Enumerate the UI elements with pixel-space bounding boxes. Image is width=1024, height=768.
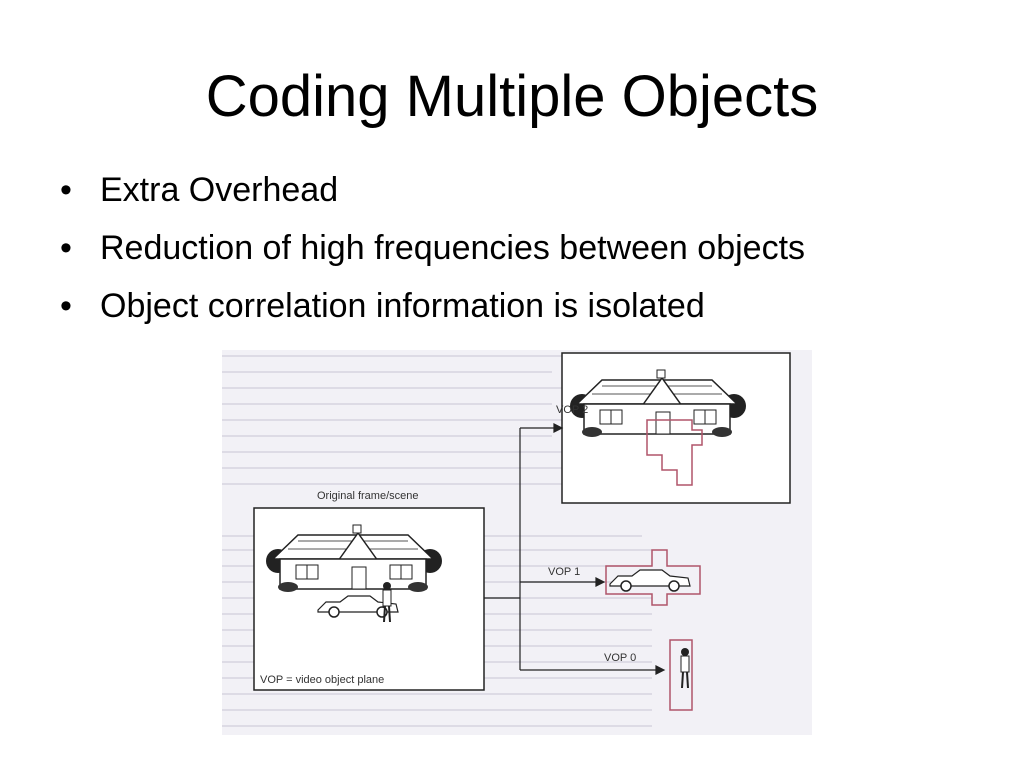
slide-title: Coding Multiple Objects <box>205 64 819 129</box>
vop2-mask-outline <box>646 419 703 486</box>
vop-arrows <box>484 423 666 675</box>
vop0-mask-outline <box>669 639 693 711</box>
vop-caption: VOP = video object plane <box>260 674 385 686</box>
bullet-item: • Reduction of high frequencies between … <box>58 228 805 268</box>
vop-diagram <box>222 352 791 727</box>
vop-diagram-figure: Original frame/scene VOP = video object … <box>222 350 812 735</box>
vop2-label: VOP 2 <box>556 404 589 416</box>
bullet-item: • Extra Overhead <box>58 170 805 210</box>
original-frame-label: Original frame/scene <box>317 490 419 502</box>
vop1-label: VOP 1 <box>548 566 581 578</box>
vop0-label: VOP 0 <box>604 652 637 664</box>
vop1-mask-outline <box>605 549 701 606</box>
vop1-car-icon <box>609 569 691 592</box>
bullet-text: Extra Overhead <box>100 171 339 209</box>
bullet-text: Object correlation information is isolat… <box>100 287 705 325</box>
bullet-list: • Extra Overhead • Reduction of high fre… <box>58 170 805 344</box>
bullet-marker: • <box>60 229 72 267</box>
bullet-item: • Object correlation information is isol… <box>58 286 805 326</box>
vop0-person-icon <box>680 647 690 689</box>
bullet-text: Reduction of high frequencies between ob… <box>100 229 806 267</box>
bullet-marker: • <box>60 171 72 209</box>
bullet-marker: • <box>60 287 72 325</box>
